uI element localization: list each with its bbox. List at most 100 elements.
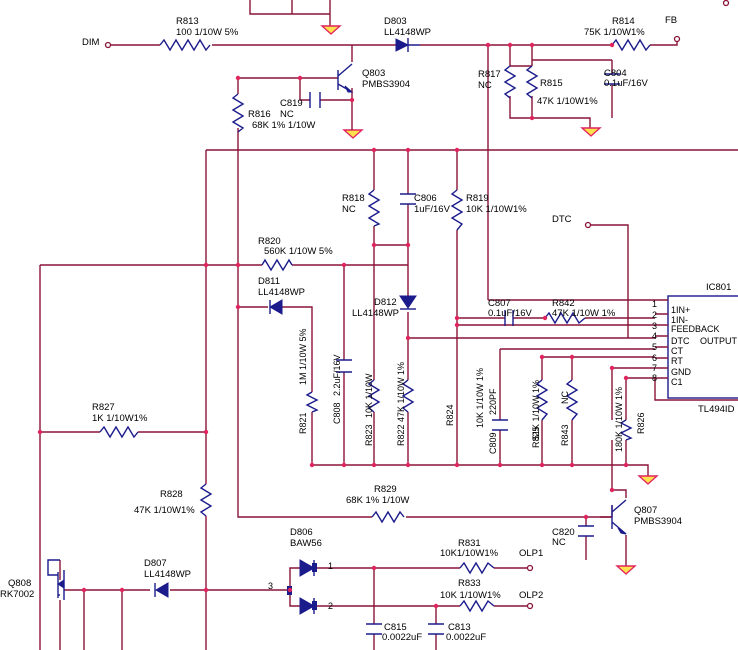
r817-value: NC [478,80,492,91]
r825-value: 51K 1/10W 1% [531,380,541,440]
c804-body [604,73,620,85]
c808-value: 2.2uF/16V [332,354,342,396]
ground-ic [637,475,659,485]
c804-value: 0.1uF/16V [604,78,648,89]
d806-b-pin [312,601,317,610]
c808-ref: C808 [332,402,342,424]
d806-a-body [299,559,316,577]
capacitors [309,73,620,635]
ic-pin-5-name: CT [671,346,683,356]
r831-value: 10K1/10W1% [440,548,499,559]
q808-ref: Q808 [8,578,31,589]
r819-ref: R819 [466,193,489,204]
olp1-terminal [526,564,534,572]
net-dtc-label: DTC [552,214,572,225]
r813-ref: R813 [176,16,199,27]
r815-value: 47K 1/10W1% [537,96,598,107]
c819-value: NC [280,109,294,120]
r826-ref: R826 [636,412,646,434]
r820-body [261,258,293,272]
d806-b-body [299,597,316,615]
ic-pin-6-name: RT [671,356,683,366]
ground-q807 [615,565,637,575]
r822-ref: R822 [396,424,406,446]
d806-pin-1: 1 [328,561,333,571]
d807-body [155,582,169,598]
ic-pin-4-name: DTC [671,336,690,346]
ground-c819 [342,129,364,139]
c820-ref: C820 [552,527,575,538]
r843-value: NC [560,391,570,404]
olp2-terminal [526,602,534,610]
diodes [154,38,420,615]
r816-body [231,93,245,133]
r816-value: 68K 1% 1/10W [252,120,315,131]
r843-body [565,379,579,421]
q808-body [47,559,65,600]
d806-pin-2: 2 [328,601,333,611]
r814-ref: R814 [612,16,635,27]
c820-value: NC [552,537,566,548]
ic-pin-8-name: C1 [671,377,683,387]
d812-ref: D812 [374,297,397,308]
r819-body [450,189,464,231]
r822-body [401,379,415,413]
r821-value: 1M 1/10W 5% [298,328,308,385]
r826-body [619,419,633,441]
c807-value: 0.1uF/16V [488,308,532,319]
ic-pin-4-num: 4 [652,331,657,341]
c820-body [578,525,594,537]
dim-terminal [104,41,112,49]
r815-body [525,65,539,99]
r842-ref: R842 [552,298,575,309]
r821-ref: R821 [298,412,308,434]
ic-pin-1-name: 1IN+ [671,305,690,315]
r826-value: 180K 1/10W 1% [614,387,624,452]
r820-ref: R820 [258,236,281,247]
ic801-ref: IC801 [706,282,731,293]
c815-body [366,623,382,635]
r842-body [544,311,586,325]
r828-body [199,483,213,517]
d806-pin-3: 3 [268,581,273,591]
r814-value: 75K 1/10W1% [584,27,645,38]
r829-ref: R829 [374,484,397,495]
ic-pin-6-num: 6 [652,353,657,363]
d812-value: LL4148WP [352,308,399,319]
transistors [47,63,627,600]
c815-value: 0.0022uF [382,632,422,643]
r829-body [371,510,405,524]
d803-body [395,38,410,52]
c819-body [309,92,321,108]
r813-body [159,38,211,52]
r825-body [535,379,549,421]
ic-pin-2-name: 1IN- [671,315,688,325]
r818-body [367,189,381,227]
d811-value: LL4148WP [258,287,305,298]
c808-body [336,359,352,373]
d807-ref: D807 [144,558,167,569]
r821-body [305,391,319,413]
ic-pin-8-num: 8 [652,373,657,383]
net-olp2-label: OLP2 [519,590,543,601]
r833-ref: R833 [458,578,481,589]
wires [39,0,738,650]
r823-value: 10K 1/10W [364,373,374,418]
d807-value: LL4148WP [144,569,191,580]
junctions [37,42,629,609]
ic-pin-1-num: 1 [652,299,657,309]
r818-ref: R818 [342,193,365,204]
c813-body [428,623,444,635]
fb-terminal [673,35,681,43]
r843-ref: R843 [560,424,570,446]
ground-top [320,25,342,35]
c819-ref: C819 [280,98,303,109]
net-fb-label: FB [665,15,677,26]
c804-ref: C804 [604,68,627,79]
r842-value: 47K 1/10W 1% [552,308,616,319]
r827-body [99,425,139,439]
r827-value: 1K 1/10W1% [92,413,148,424]
r831-body [459,561,495,575]
net-dim-label: DIM [82,37,100,48]
ic801-output-label: OUTPUT [700,336,738,346]
